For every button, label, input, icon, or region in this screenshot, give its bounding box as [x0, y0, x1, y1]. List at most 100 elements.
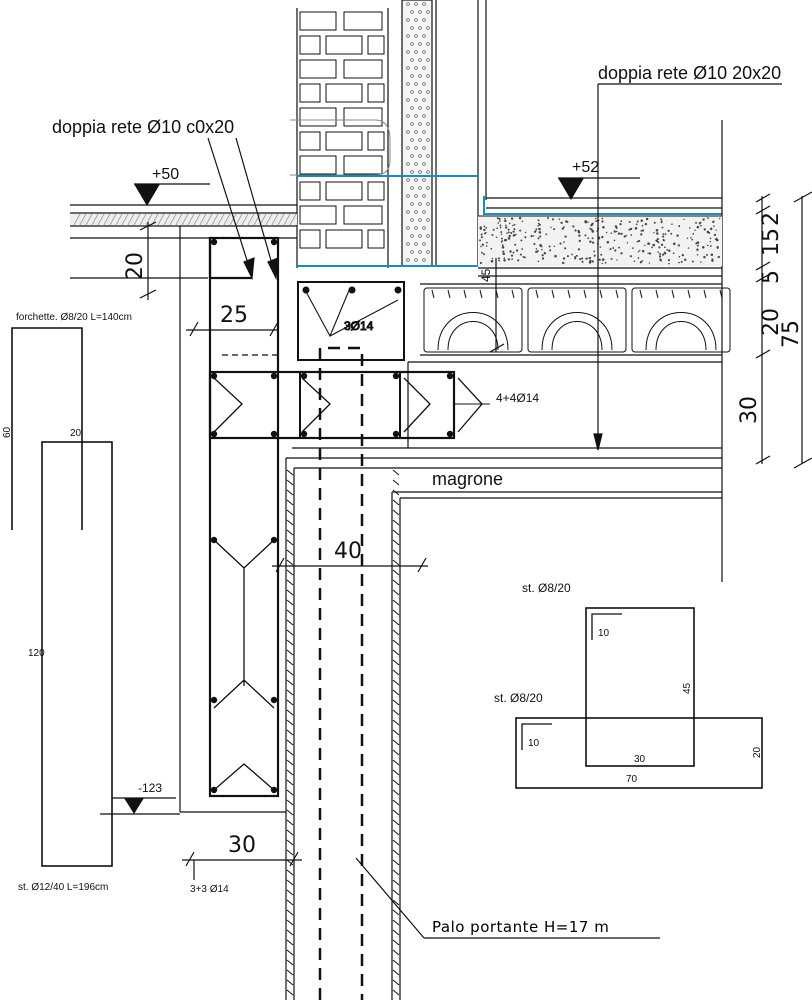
- screed-grain: [499, 226, 502, 229]
- screed-grain: [660, 220, 663, 223]
- pile-edge-tick: [392, 519, 400, 526]
- insulation-grain: [422, 82, 426, 86]
- screed-grain: [497, 222, 500, 224]
- stirrups-long-label: st. Ø12/40 L=196cm: [18, 882, 108, 893]
- screed-grain: [566, 255, 569, 258]
- pile-edge-tick: [392, 849, 400, 856]
- screed-grain: [519, 229, 522, 232]
- screed-grain: [584, 234, 587, 237]
- rebar-dot: [270, 372, 278, 380]
- screed-grain: [692, 232, 695, 235]
- insulation-grain: [414, 50, 418, 54]
- block-rib: [639, 289, 643, 299]
- pile-edge-tick: [286, 849, 294, 856]
- stirrup-b-dim-left: 10: [528, 738, 540, 749]
- screed-grain: [486, 241, 488, 244]
- screed-grain: [680, 260, 683, 263]
- pile-edge-tick: [392, 919, 400, 926]
- main-bar-dots: [300, 372, 454, 438]
- insulation-grain: [414, 2, 418, 6]
- screed-grain: [673, 242, 676, 246]
- insulation-grain: [410, 170, 414, 174]
- pile-edge-tick: [286, 509, 294, 516]
- screed-grain: [581, 257, 584, 260]
- insulation-grain: [410, 138, 414, 142]
- pile-edge-tick: [286, 979, 294, 986]
- screed-grain: [683, 218, 685, 221]
- pile-edge-tick: [286, 659, 294, 666]
- insulation-grain: [422, 98, 426, 102]
- screed-grain: [644, 244, 646, 247]
- pile-edge-tick: [286, 709, 294, 716]
- screed-grain: [501, 244, 504, 247]
- pavement-hatch-line: [265, 213, 273, 226]
- insulation-grain: [410, 106, 414, 110]
- insulation-grain: [414, 130, 418, 134]
- insulation-grain: [426, 106, 430, 110]
- screed-grain: [702, 218, 705, 221]
- screed-grain: [696, 241, 700, 244]
- pile-edge-tick: [286, 609, 294, 616]
- pavement-hatch-line: [235, 213, 243, 226]
- pile-edge-tick: [286, 649, 294, 656]
- screed-grain: [695, 242, 698, 245]
- screed-grain: [630, 234, 633, 236]
- insulation-grain: [410, 74, 414, 78]
- screed-grain: [667, 229, 670, 232]
- pavement-hatch-line: [193, 213, 201, 226]
- block-rib: [671, 289, 675, 299]
- pile-edge-tick: [286, 599, 294, 606]
- screed-grain: [508, 222, 511, 225]
- block-rib: [687, 289, 691, 299]
- screed-grain: [483, 232, 486, 235]
- insulation-grain: [426, 234, 430, 238]
- pile-edge-tick: [392, 549, 400, 556]
- pavement-hatch-line: [271, 213, 279, 226]
- screed-grain: [564, 247, 567, 250]
- screed-grain: [620, 232, 623, 235]
- screed-grain: [510, 231, 513, 234]
- block-rib: [535, 289, 539, 299]
- screed-grain: [587, 237, 590, 240]
- insulation-grain: [414, 146, 418, 150]
- dim-wall-width: [186, 321, 279, 337]
- level-marker-right: +52: [558, 159, 640, 200]
- pavement-hatch-line: [277, 213, 285, 226]
- screed-grain: [711, 258, 714, 260]
- screed-grain: [662, 235, 665, 238]
- screed-grain: [598, 258, 601, 261]
- dim-wall-width-value: 25: [220, 303, 248, 328]
- insulation-grain: [410, 250, 414, 254]
- screed-grain: [571, 253, 573, 256]
- screed-grain: [491, 233, 494, 236]
- pile-edge-tick: [286, 729, 294, 736]
- pile-edge-tick: [392, 979, 400, 986]
- screed-grain: [539, 235, 542, 238]
- pile-edge-tick: [392, 619, 400, 626]
- insulation-grain: [426, 58, 430, 62]
- insulation-grain: [418, 26, 422, 30]
- pile-edge-tick: [286, 629, 294, 636]
- insulation-grain: [426, 122, 430, 126]
- rebar-dot: [270, 430, 278, 438]
- screed-grain: [647, 242, 650, 245]
- screed-grain: [535, 228, 538, 231]
- screed-grain: [480, 245, 482, 248]
- screed-grain: [536, 250, 539, 253]
- screed-grain: [613, 239, 616, 242]
- pile-reinforcement: [318, 346, 364, 1000]
- pavement-hatch-line: [115, 213, 123, 226]
- pile-edge-tick: [286, 669, 294, 676]
- screed-grain: [695, 221, 697, 224]
- hollow-block: [631, 287, 731, 353]
- pavement-hatch-line: [259, 213, 267, 226]
- pile-edge-tick: [392, 719, 400, 726]
- insulation-grain: [406, 130, 410, 134]
- insulation-grain: [422, 114, 426, 118]
- pile-edge-tick: [286, 759, 294, 766]
- screed-grain: [483, 228, 486, 232]
- beam-bars-label: 3Ø14: [344, 319, 374, 333]
- screed-grain: [618, 246, 620, 249]
- screed-grain: [538, 231, 542, 234]
- pile-edge-tick: [286, 809, 294, 816]
